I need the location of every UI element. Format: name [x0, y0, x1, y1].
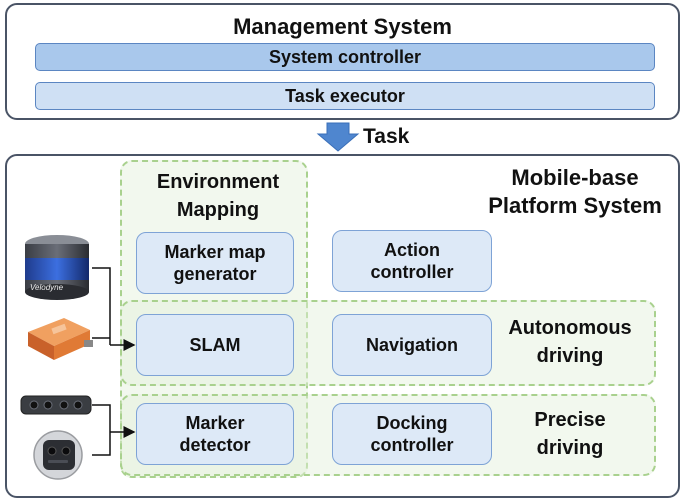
depth-camera-icon	[20, 395, 92, 415]
precise-driving-label-line2: driving	[536, 437, 604, 459]
system-controller-bar: System controller	[35, 43, 655, 71]
action-controller-line2: controller	[370, 262, 454, 282]
slam-label: SLAM	[189, 334, 241, 355]
task-label: Task	[363, 125, 410, 148]
docking-controller-line2: controller	[370, 435, 454, 455]
task-down-arrow-icon	[316, 122, 360, 152]
lidar-sensor-icon	[25, 235, 89, 300]
lidar-brand-label: Velodyne	[30, 283, 64, 292]
navigation-label: Navigation	[365, 334, 458, 355]
autonomous-driving-label-line2: driving	[536, 345, 604, 367]
environment-mapping-label-line1: Environment	[156, 171, 280, 193]
platform-title-line2: Platform System	[488, 193, 662, 218]
marker-detector-line1: Marker	[185, 412, 245, 433]
platform-title-line1: Mobile-base	[511, 165, 639, 190]
management-system-title: Management System	[233, 14, 452, 39]
marker-detector-line2: detector	[179, 435, 251, 455]
docking-controller-box: Docking controller	[332, 403, 492, 465]
management-system-panel: Management System System controller Task…	[5, 3, 680, 120]
tracking-camera-icon	[33, 430, 83, 480]
marker-map-generator-box: Marker map generator	[136, 232, 294, 294]
marker-map-generator-line2: generator	[173, 264, 257, 284]
precise-driving-label-line1: Precise	[534, 409, 606, 431]
autonomous-driving-label-line1: Autonomous	[508, 317, 632, 339]
action-controller-box: Action controller	[332, 230, 492, 292]
task-executor-bar: Task executor	[35, 82, 655, 110]
imu-sensor-icon	[28, 318, 93, 360]
marker-map-generator-line1: Marker map	[164, 241, 266, 262]
marker-detector-box: Marker detector	[136, 403, 294, 465]
docking-controller-line1: Docking	[376, 412, 448, 433]
action-controller-line1: Action	[384, 239, 440, 260]
slam-box: SLAM	[136, 314, 294, 376]
navigation-box: Navigation	[332, 314, 492, 376]
environment-mapping-label-line2: Mapping	[176, 199, 260, 221]
